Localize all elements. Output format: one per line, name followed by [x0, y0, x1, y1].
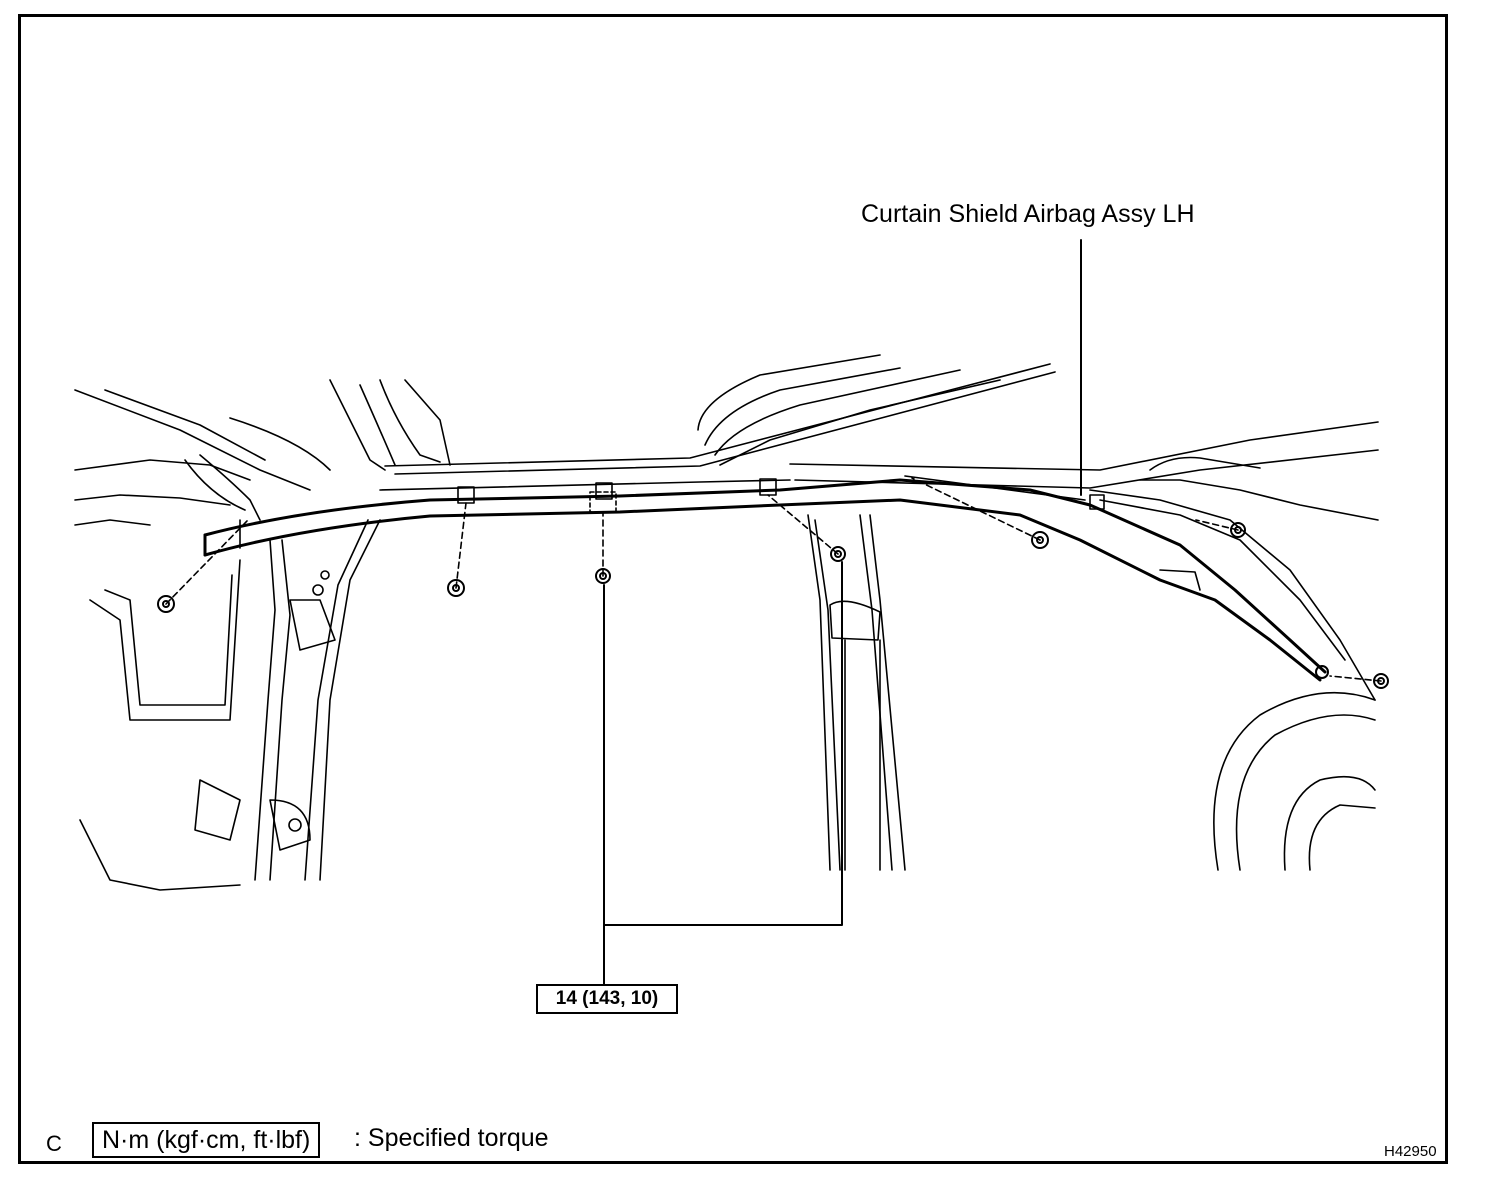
bolt-icon-rear	[157, 595, 175, 613]
c-pillar	[79, 519, 381, 891]
steering-wheel	[1213, 691, 1376, 871]
bolt-icon-4	[1031, 531, 1049, 549]
roof-rail-structure	[74, 354, 1379, 701]
bolt-icon-3	[830, 546, 846, 562]
torque-value-box: 14 (143, 10)	[536, 984, 678, 1014]
legend-description: : Specified torque	[354, 1124, 549, 1152]
figure-number: H42950	[1384, 1143, 1437, 1160]
mounting-brackets	[457, 478, 1105, 513]
leader-lines	[603, 239, 1082, 986]
clip-icon	[1315, 665, 1329, 679]
bolt-guide-lines	[165, 477, 1382, 682]
curtain-shield-airbag	[203, 475, 1327, 682]
airbag-callout-label: Curtain Shield Airbag Assy LH	[861, 200, 1195, 228]
legend-torque-symbol: N·m (kgf·cm, ft·lbf)	[92, 1122, 321, 1158]
corner-letter: C	[46, 1131, 62, 1156]
diagram-frame	[18, 14, 1448, 1164]
b-pillar	[807, 514, 906, 871]
bolt-icons	[157, 522, 1389, 689]
